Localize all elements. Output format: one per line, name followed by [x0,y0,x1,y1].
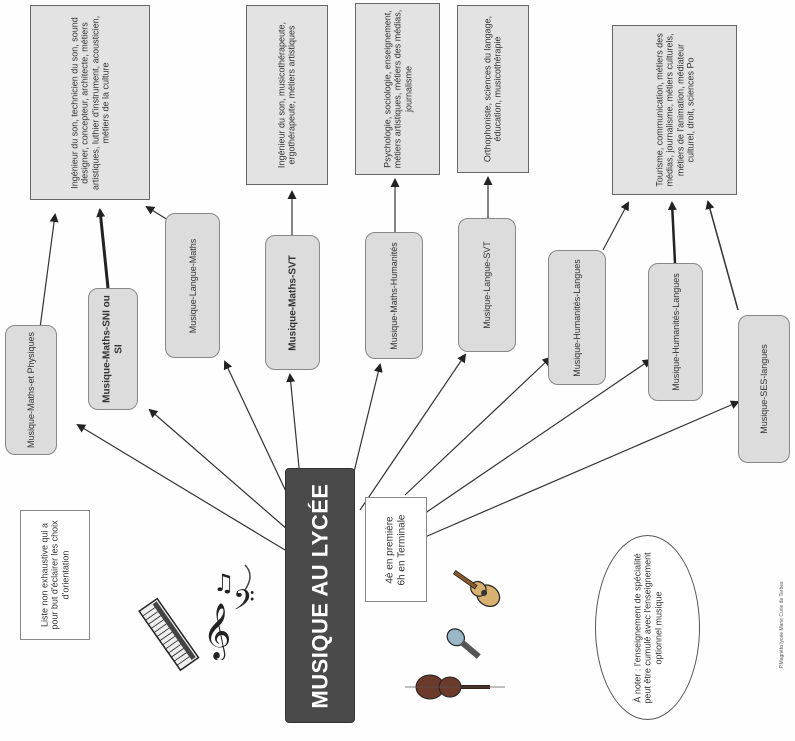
combo-box-3: Musique-Langue-Maths [165,213,220,358]
center-title-box: MUSIQUE AU LYCÉE [285,468,355,723]
combo-box-1: Musique-Maths-et Physiques [5,325,57,455]
arrow [286,373,301,479]
arrow [39,213,59,329]
intro-note-box: Liste non exhaustive qui a pour but d'éc… [20,510,90,640]
combo-label: Musique-Langue-Maths [187,238,198,333]
career-box-2: Ingénieur du son, musicothérapeute, ergo… [246,5,328,185]
combo-box-7: Musique-Humanités-Langues [548,250,606,385]
career-text: Ingénieur du son, technicien du son, sou… [69,15,111,190]
combo-box-2: Musique-Maths-SNI ou SI [88,288,138,410]
career-text: Psychologie, sociologie, enseignement, m… [381,9,413,169]
option-note: À noter : l'enseignement de spécialité p… [631,551,663,704]
arrow [359,353,467,511]
guitar-icon [452,570,501,608]
hours-text: 4è en première 6h en Terminale [385,500,408,600]
career-text: Tourisme, communication, métiers des méd… [653,33,695,187]
career-box-5: Tourisme, communication, métiers des méd… [612,25,737,195]
arrow [96,208,110,289]
arrow [351,363,383,481]
arrow [414,358,652,521]
microphone-icon [446,628,481,659]
intro-note: Liste non exhaustive qui a pour but d'éc… [39,520,71,630]
arrow [667,201,677,264]
career-box-1: Ingénieur du son, technicien du son, sou… [30,5,150,200]
combo-label: Musique-SES-langues [758,344,769,434]
option-note-ellipse: À noter : l'enseignement de spécialité p… [595,535,700,720]
arrow [404,356,552,496]
svg-text:𝄞: 𝄞 [203,603,231,660]
arrow [148,408,289,531]
combo-label: Musique-Humanités-Langues [571,258,582,377]
combo-box-6: Musique-Langue-SVT [458,218,516,352]
arrow [76,423,286,551]
combo-label: Musique-Humanités-Langues [670,273,681,391]
keyboard-icon [138,597,200,672]
svg-text:♫: ♫ [213,569,235,597]
arrow [602,201,629,251]
hours-box: 4è en première 6h en Terminale [365,497,427,602]
music-notes-icon: 𝄞 𝄢 ♫ [203,564,255,660]
career-box-4: Orthophoniste, sciences du langage, éduc… [457,5,529,173]
career-box-3: Psychologie, sociologie, enseignement, m… [355,3,440,175]
combo-box-9: Musique-SES-langues [738,315,790,463]
arrow [424,400,740,538]
combo-box-5: Musique-Maths-Humanités [365,232,423,359]
svg-text:𝄢: 𝄢 [233,584,255,624]
combo-label: Musique-Maths-et Physiques [25,331,36,449]
arrow [705,200,739,311]
hours-line-1: 4è en première [384,515,396,584]
arrow [145,205,169,221]
combo-box-4: Musique-Maths-SVT [265,235,320,370]
combo-label: Musique-Maths-SVT [286,254,298,351]
violin-icon [405,674,505,700]
combo-box-8: Musique-Humanités-Langues [648,263,703,401]
page-title: MUSIQUE AU LYCÉE [307,482,333,709]
combo-label: Musique-Maths-SNI ou SI [101,295,125,403]
combo-label: Musique-Langue-SVT [481,241,492,329]
career-text: Ingénieur du son, musicothérapeute, ergo… [276,21,297,169]
combo-label: Musique-Maths-Humanités [388,241,399,350]
credit-text: P.Magnéto lycée Marie Curie de Tarbes [779,581,785,669]
hours-line-2: 6h en Terminale [396,514,407,585]
arrow [223,360,291,501]
career-text: Orthophoniste, sciences du langage, éduc… [482,15,503,163]
